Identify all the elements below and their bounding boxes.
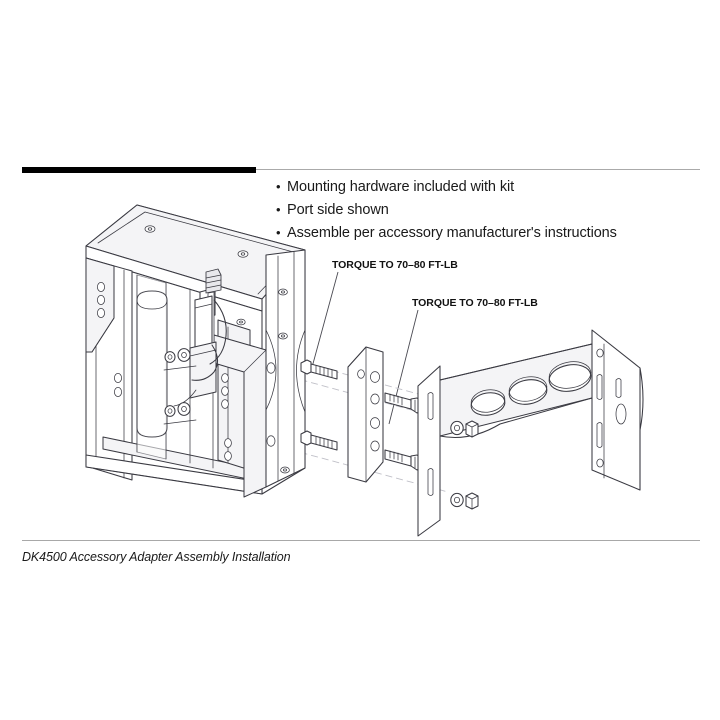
- notes-list: • Mounting hardware included with kit • …: [276, 177, 696, 246]
- pivot-bushing: [164, 348, 191, 417]
- note-text: Assemble per accessory manufacturer's in…: [287, 225, 617, 241]
- assembly-centerlines: [257, 361, 471, 493]
- torque-callout-upper: TORQUE TO 70–80 FT-LB: [332, 259, 458, 271]
- torque-callout-lower: TORQUE TO 70–80 FT-LB: [412, 297, 538, 309]
- list-item: • Assemble per accessory manufacturer's …: [276, 223, 696, 243]
- hex-nut-upper: [465, 420, 479, 438]
- leader-lines: [310, 271, 419, 425]
- note-text: Port side shown: [287, 202, 389, 218]
- accessory-adapter-bracket: [417, 329, 644, 537]
- flat-washer-lower: [450, 492, 464, 508]
- list-item: • Mounting hardware included with kit: [276, 177, 696, 197]
- hex-nut-lower: [465, 492, 479, 510]
- spacer-plate: [347, 346, 384, 483]
- hex-bolt-lower-left: [300, 430, 338, 451]
- hex-bolt-upper-left: [300, 359, 338, 380]
- bullet-icon: •: [276, 225, 281, 240]
- list-item: • Port side shown: [276, 200, 696, 220]
- note-text: Mounting hardware included with kit: [287, 179, 515, 195]
- footer-rule: [22, 540, 700, 541]
- bullet-icon: •: [276, 179, 281, 194]
- figure-caption: DK4500 Accessory Adapter Assembly Instal…: [22, 550, 291, 564]
- hex-bolt-upper-right: [384, 392, 422, 414]
- mount-fastener-boss: [144, 225, 290, 474]
- header-rule-thin: [256, 169, 700, 170]
- hydraulic-cylinder: [173, 268, 227, 407]
- hex-bolt-lower-right: [384, 449, 422, 471]
- header-rule-black: [22, 167, 256, 173]
- bullet-icon: •: [276, 202, 281, 217]
- quick-attach-mount-plate: [85, 204, 306, 498]
- flat-washer-upper: [450, 420, 464, 436]
